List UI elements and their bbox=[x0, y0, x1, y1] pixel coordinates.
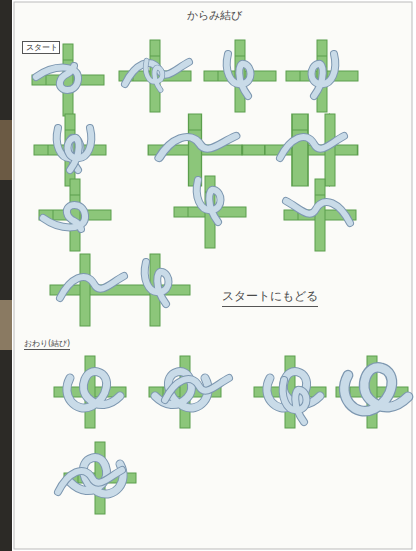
return-note: スタートにもどる bbox=[222, 288, 318, 307]
diagram-title: からみ結び bbox=[187, 8, 242, 23]
end-heading: おわり(結び) bbox=[24, 338, 70, 350]
step-label: スタート bbox=[26, 44, 59, 52]
start-box: スタート bbox=[22, 41, 60, 54]
